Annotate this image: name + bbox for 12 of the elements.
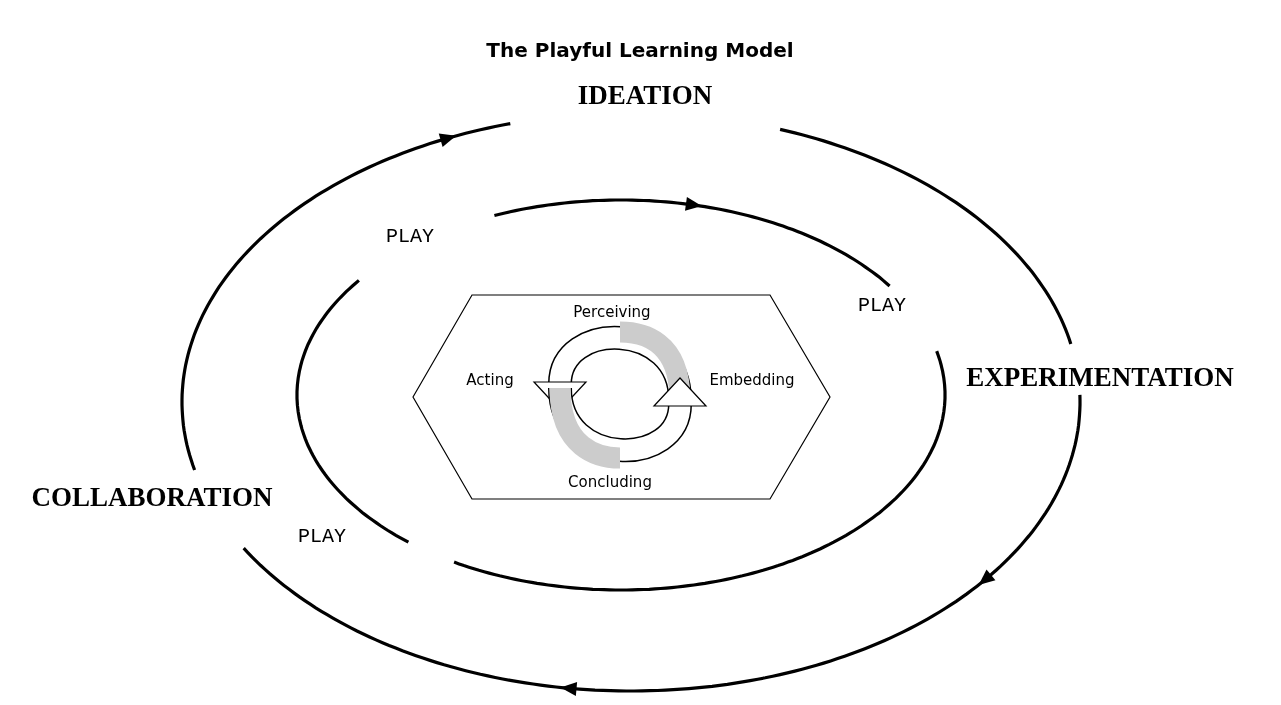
title: The Playful Learning Model (486, 38, 794, 62)
phase-label: EXPERIMENTATION (966, 361, 1234, 393)
stage-label: Embedding (709, 371, 795, 389)
stage-label: Acting (466, 371, 514, 389)
play-label: PLAY (858, 293, 906, 317)
play-label: PLAY (298, 524, 346, 548)
hexagon-panel (412, 292, 832, 502)
play-label: PLAY (386, 224, 434, 248)
stage-label: Perceiving (573, 303, 651, 321)
stage-label: Concluding (568, 473, 652, 491)
phase-label: COLLABORATION (31, 481, 273, 513)
phase-label: IDEATION (577, 79, 713, 111)
